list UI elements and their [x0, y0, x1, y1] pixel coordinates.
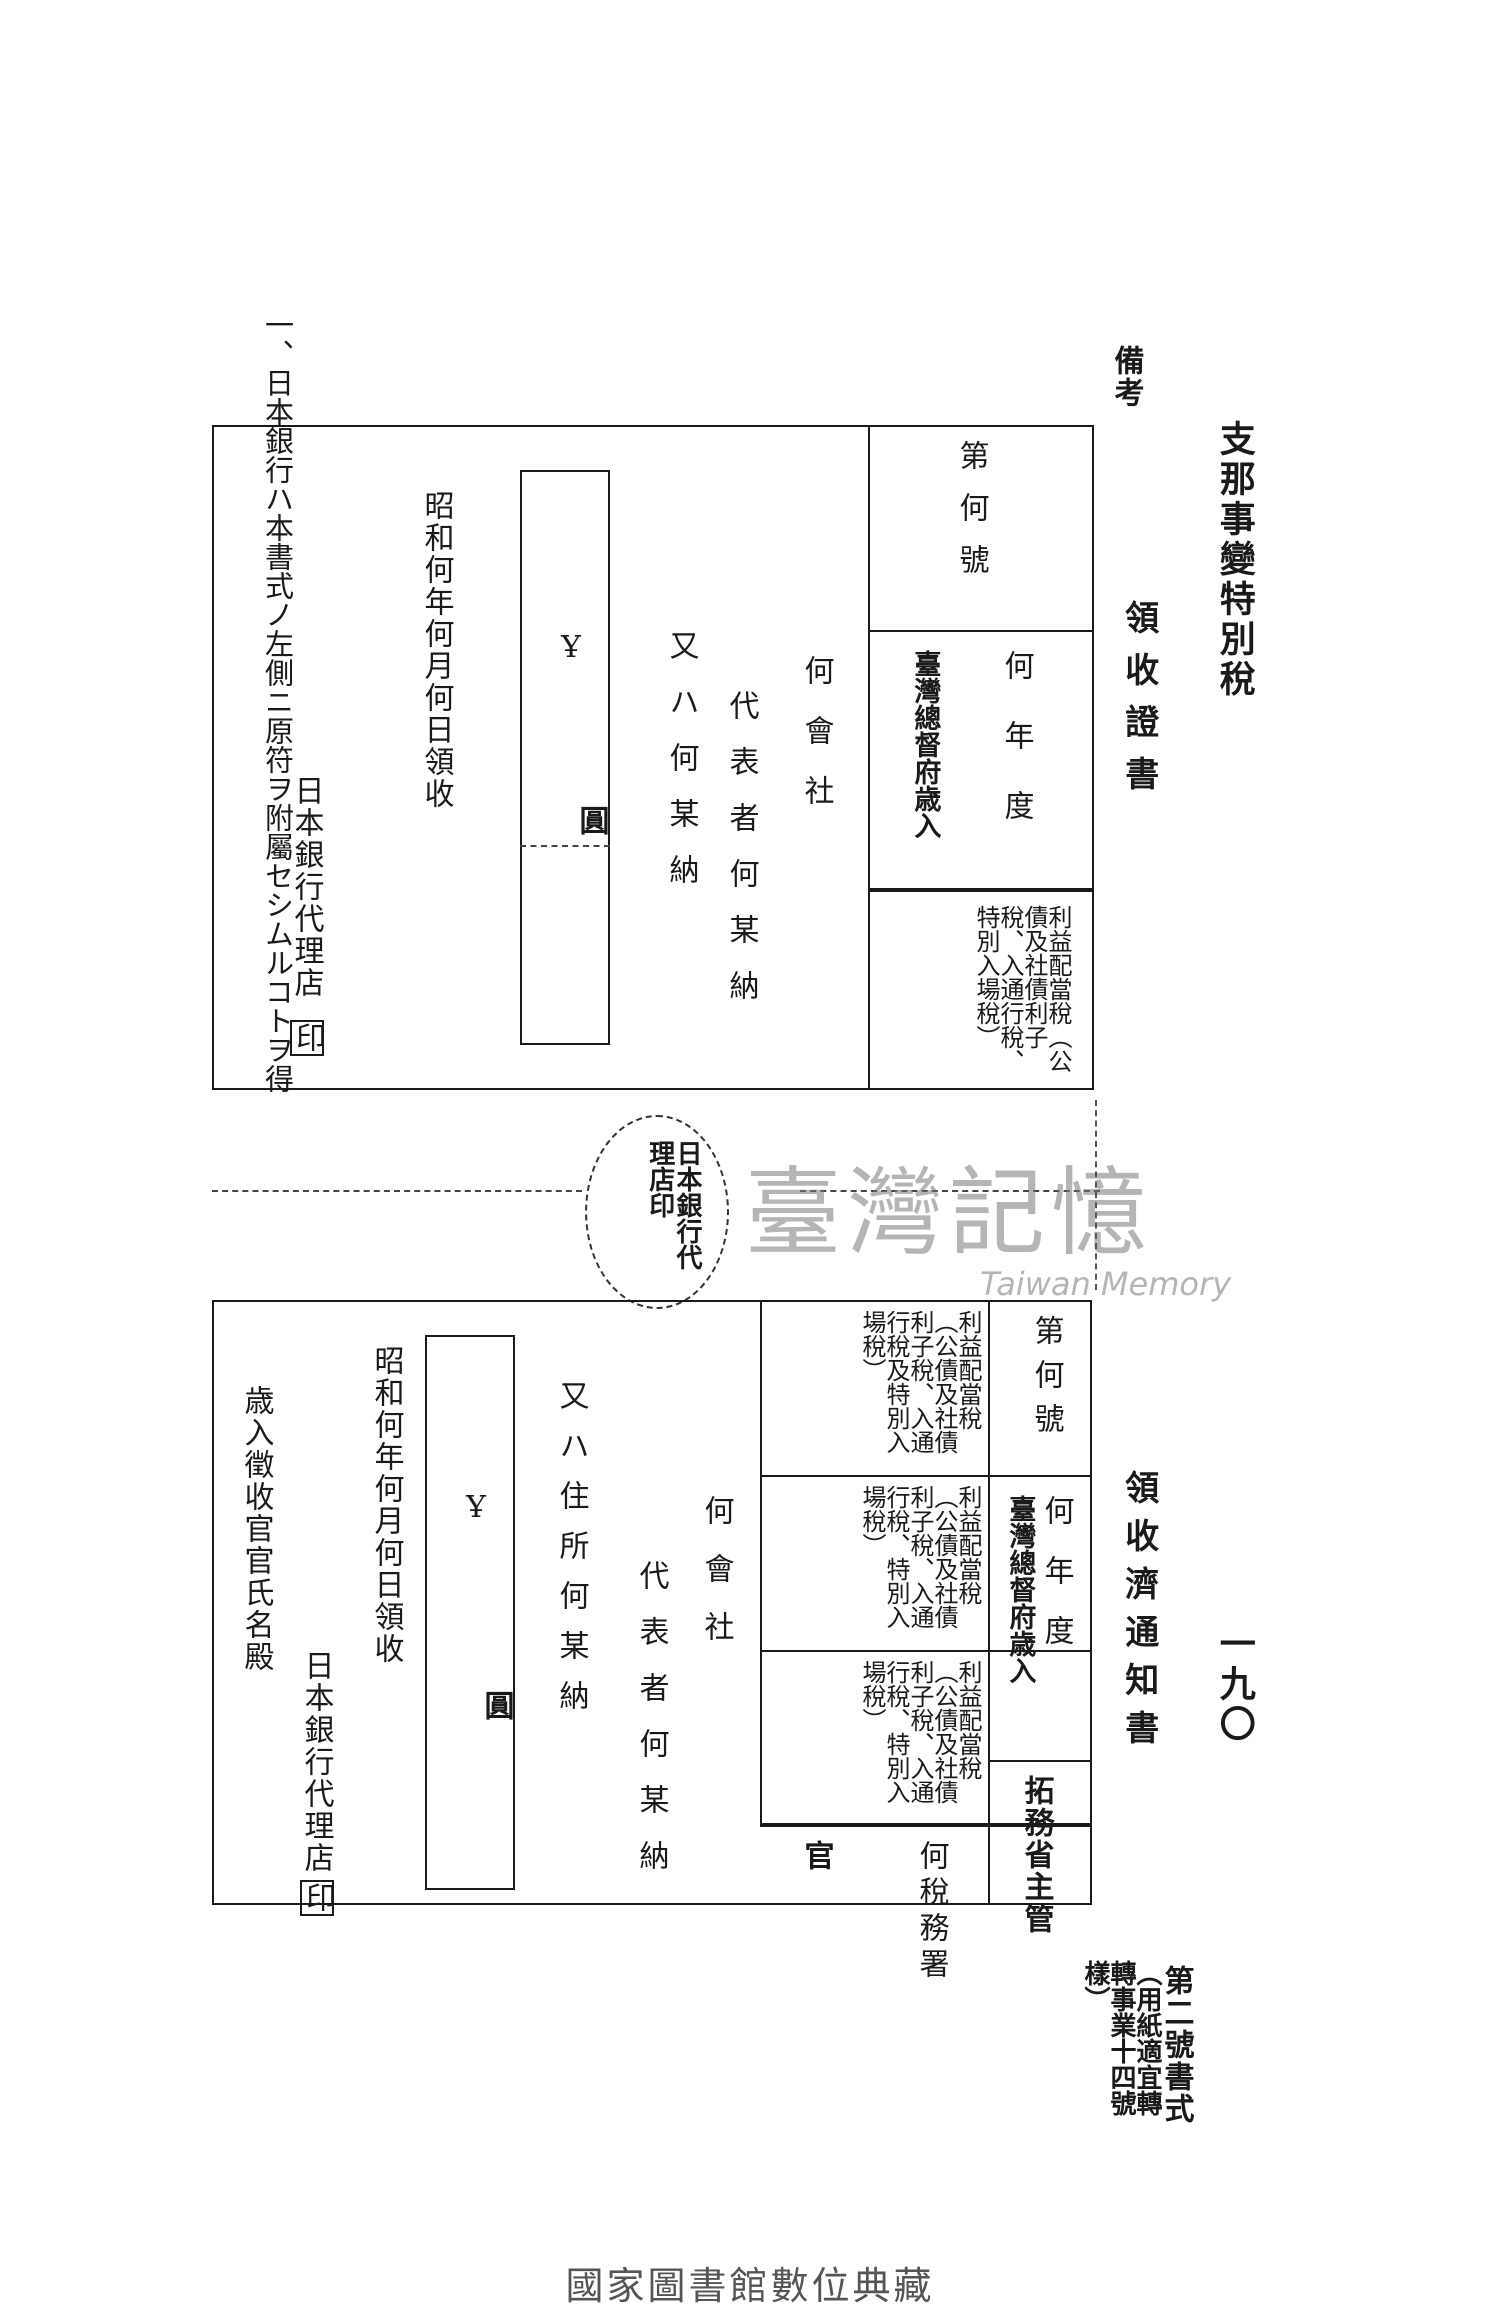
notice-bank: 日本銀行代理店 [298, 1650, 334, 1874]
receipt-alt: 又ハ何某納 [663, 630, 699, 910]
form-label-line1: 第二號書式 [1158, 1965, 1194, 2125]
perforation-line-left [212, 1190, 582, 1192]
receipt-rep: 代表者何某納 [723, 690, 759, 1026]
receipt-tax: 利益配當稅（公債及社債利子稅、入通行稅、特別入場稅） [972, 905, 1072, 1073]
notes-item: 一、日本銀行ハ本書式ノ左側ニ原符ヲ附屬セシムルコトヲ得 [260, 310, 295, 1093]
notice-alt: 又ハ住所何某納 [553, 1380, 589, 1730]
notice-officer: 歳入徵收官官氏名殿 [238, 1385, 274, 1673]
notice-amount: Ұ [458, 1490, 494, 1527]
page-number: 一九〇 [1213, 1625, 1256, 1745]
receipt-year: 何年度 [998, 650, 1034, 860]
bank-stamp-circle [585, 1115, 729, 1309]
watermark-main: 臺灣記憶 [745, 1157, 1153, 1269]
receipt-bank: 日本銀行代理店 [288, 775, 324, 999]
notice-tax-3: 利益配當稅（公債及社債利子稅、入通行稅、特別入場稅） [858, 1660, 982, 1804]
receipt-date: 昭和何年何月何日領收 [418, 490, 454, 810]
running-header: 支那事變特別稅 [1213, 420, 1256, 700]
receipt-number: 第何號 [953, 440, 989, 596]
bank-stamp-text: 日本銀行代理店印 [644, 1140, 702, 1270]
receipt-company: 何會社 [798, 655, 834, 835]
receipt-amount: Ұ [553, 630, 589, 667]
notice-title: 領收濟通知書 [1118, 1470, 1159, 1758]
notice-official: 官 [798, 1840, 834, 1872]
watermark-sub: Taiwan Memory [980, 1265, 1232, 1303]
receipt-office: 臺灣總督府歳入 [909, 650, 941, 839]
form-label-line2: （用紙適宜轉轉事業十四號樣） [1080, 1960, 1162, 2116]
receipt-header-band [868, 425, 1094, 890]
notice-number: 第何號 [1028, 1315, 1064, 1447]
notice-office: 臺灣總督府歳入 [1004, 1495, 1036, 1684]
footer-archive-label: 國家圖書館數位典藏 [565, 2264, 935, 2308]
notice-amount-box [425, 1335, 515, 1890]
notice-yen: 圓 [478, 1690, 514, 1722]
notice-ministry: 拓務省主管 [1018, 1775, 1054, 1935]
perforation-line-right [800, 1190, 1100, 1192]
notice-tax-1: 利益配當稅（公債及社債利子稅、入通行稅及特別入場稅） [858, 1310, 982, 1454]
notice-date: 昭和何年何月何日領收 [368, 1345, 404, 1665]
notice-rep: 代表者何某納 [633, 1560, 669, 1896]
receipt-amount-box [520, 470, 610, 1045]
notice-tax-2: 利益配當稅（公債及社債利子稅、入通行稅、特別入場稅） [858, 1485, 982, 1629]
receipt-yen: 圓 [573, 805, 609, 837]
notice-office-name: 何稅務署 [913, 1840, 949, 1984]
notice-year: 何年度 [1038, 1495, 1074, 1675]
notice-company: 何會社 [698, 1495, 734, 1669]
notice-seal: 印 [300, 1880, 335, 1916]
notice-header-band [760, 1300, 1092, 1825]
receipt-title: 領收證書 [1118, 600, 1159, 808]
receipt-seal: 印 [290, 1020, 325, 1056]
notes-label: 備考 [1108, 345, 1144, 409]
